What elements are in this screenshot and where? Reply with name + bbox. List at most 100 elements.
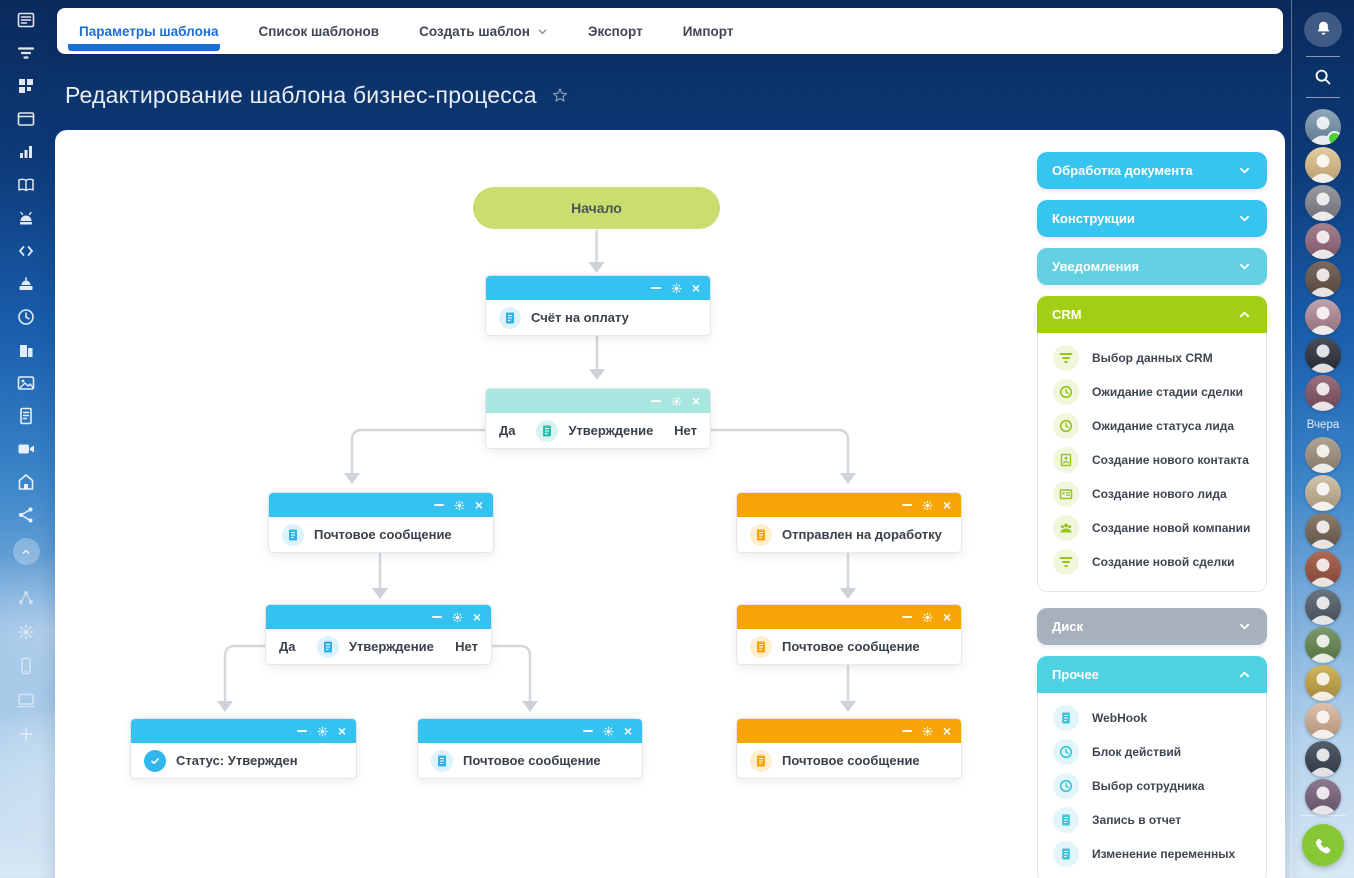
market-robot-icon[interactable] [16, 208, 36, 228]
close-icon[interactable]: × [337, 723, 346, 739]
mobile-app-icon[interactable] [16, 656, 36, 676]
category-other[interactable]: Прочее [1037, 656, 1267, 693]
media-gallery-icon[interactable] [16, 373, 36, 393]
settings-gear-icon[interactable] [922, 726, 933, 737]
flow-node-mail-mid[interactable]: × Почтовое сообщение [417, 718, 643, 779]
desktop-app-icon[interactable] [16, 690, 36, 710]
settings-gear-icon[interactable] [922, 500, 933, 511]
minimize-icon[interactable] [433, 504, 444, 506]
collapse-menu-icon[interactable] [12, 538, 40, 565]
minimize-icon[interactable] [650, 287, 661, 289]
settings-gear-icon[interactable] [317, 726, 328, 737]
palette-item-crm-data[interactable]: Выбор данных CRM [1038, 341, 1266, 375]
flow-node-mail-orange-1[interactable]: × Почтовое сообщение [736, 604, 962, 665]
avatar[interactable] [1305, 551, 1341, 587]
palette-item-wait-lead-status[interactable]: Ожидание статуса лида [1038, 409, 1266, 443]
minimize-icon[interactable] [650, 400, 661, 402]
avatar[interactable] [1305, 703, 1341, 739]
network-share-icon[interactable] [16, 505, 36, 525]
tab-template-list[interactable]: Список шаблонов [258, 23, 380, 39]
close-icon[interactable]: × [474, 497, 483, 513]
market-home-icon[interactable] [16, 472, 36, 492]
avatar[interactable] [1305, 261, 1341, 297]
time-management-clock-icon[interactable] [16, 307, 36, 327]
avatar[interactable] [1305, 665, 1341, 701]
avatar[interactable] [1305, 109, 1341, 145]
analytics-chart-icon[interactable] [16, 142, 36, 162]
flow-node-mail-orange-2[interactable]: × Почтовое сообщение [736, 718, 962, 779]
category-document-processing[interactable]: Обработка документа [1037, 152, 1267, 189]
close-icon[interactable]: × [691, 280, 700, 296]
flow-node-approval-1[interactable]: × Да Утверждение Нет [485, 388, 711, 449]
close-icon[interactable]: × [942, 497, 951, 513]
palette-item-new-lead[interactable]: Создание нового лида [1038, 477, 1266, 511]
avatar[interactable] [1305, 185, 1341, 221]
sales-center-icon[interactable] [16, 274, 36, 294]
flow-node-rework[interactable]: × Отправлен на доработку [736, 492, 962, 553]
flow-node-approval-2[interactable]: × Да Утверждение Нет [265, 604, 492, 665]
company-building-icon[interactable] [16, 340, 36, 360]
palette-item-wait-deal-stage[interactable]: Ожидание стадии сделки [1038, 375, 1266, 409]
developer-code-icon[interactable] [16, 241, 36, 261]
minimize-icon[interactable] [901, 730, 912, 732]
avatar[interactable] [1305, 223, 1341, 259]
palette-item-new-company[interactable]: Создание новой компании [1038, 511, 1266, 545]
avatar[interactable] [1305, 437, 1341, 473]
close-icon[interactable]: × [623, 723, 632, 739]
workflow-canvas[interactable]: Начало × Счёт на оплату × Да Утверждение… [55, 130, 1285, 878]
add-plus-icon[interactable] [16, 724, 36, 744]
avatar[interactable] [1305, 337, 1341, 373]
avatar[interactable] [1305, 589, 1341, 625]
close-icon[interactable]: × [691, 393, 700, 409]
avatar[interactable] [1305, 779, 1341, 815]
apps-grid-icon[interactable] [16, 76, 36, 96]
settings-gear-icon[interactable] [452, 612, 463, 623]
settings-gear-icon[interactable] [671, 283, 682, 294]
favorite-star-icon[interactable] [550, 86, 570, 106]
video-calls-icon[interactable] [16, 439, 36, 459]
category-notifications[interactable]: Уведомления [1037, 248, 1267, 285]
knowledge-base-book-icon[interactable] [16, 175, 36, 195]
palette-item-webhook[interactable]: WebHook [1038, 701, 1266, 735]
sites-window-icon[interactable] [16, 109, 36, 129]
avatar[interactable] [1305, 147, 1341, 183]
live-feed-icon[interactable] [16, 10, 36, 30]
minimize-icon[interactable] [431, 616, 442, 618]
flow-node-status-approved[interactable]: × Статус: Утвержден [130, 718, 357, 779]
palette-item-select-employee[interactable]: Выбор сотрудника [1038, 769, 1266, 803]
search-icon[interactable] [1311, 66, 1335, 88]
minimize-icon[interactable] [582, 730, 593, 732]
avatar[interactable] [1305, 375, 1341, 411]
settings-gear-icon[interactable] [922, 612, 933, 623]
tab-import[interactable]: Импорт [682, 23, 734, 39]
flow-node-mail-left[interactable]: × Почтовое сообщение [268, 492, 494, 553]
minimize-icon[interactable] [901, 616, 912, 618]
palette-item-new-contact[interactable]: Создание нового контакта [1038, 443, 1266, 477]
settings-gear-icon[interactable] [16, 622, 36, 642]
minimize-icon[interactable] [901, 504, 912, 506]
category-disk[interactable]: Диск [1037, 608, 1267, 645]
avatar[interactable] [1305, 513, 1341, 549]
documents-icon[interactable] [16, 406, 36, 426]
settings-gear-icon[interactable] [671, 396, 682, 407]
category-constructions[interactable]: Конструкции [1037, 200, 1267, 237]
palette-item-new-deal[interactable]: Создание новой сделки [1038, 545, 1266, 579]
tab-export[interactable]: Экспорт [587, 23, 643, 39]
tab-template-parameters[interactable]: Параметры шаблона [79, 23, 219, 39]
avatar[interactable] [1305, 741, 1341, 777]
palette-item-report-entry[interactable]: Запись в отчет [1038, 803, 1266, 837]
close-icon[interactable]: × [942, 723, 951, 739]
close-icon[interactable]: × [942, 609, 951, 625]
avatar[interactable] [1305, 627, 1341, 663]
avatar[interactable] [1305, 475, 1341, 511]
palette-item-modify-variables[interactable]: Изменение переменных [1038, 837, 1266, 871]
settings-gear-icon[interactable] [454, 500, 465, 511]
category-crm[interactable]: CRM [1037, 296, 1267, 333]
tasks-funnel-icon[interactable] [16, 43, 36, 63]
avatar[interactable] [1305, 299, 1341, 335]
flow-node-invoice[interactable]: × Счёт на оплату [485, 275, 711, 336]
notifications-button[interactable] [1304, 12, 1342, 48]
settings-gear-icon[interactable] [603, 726, 614, 737]
automation-network-icon[interactable] [16, 588, 36, 608]
call-button[interactable] [1302, 824, 1344, 866]
